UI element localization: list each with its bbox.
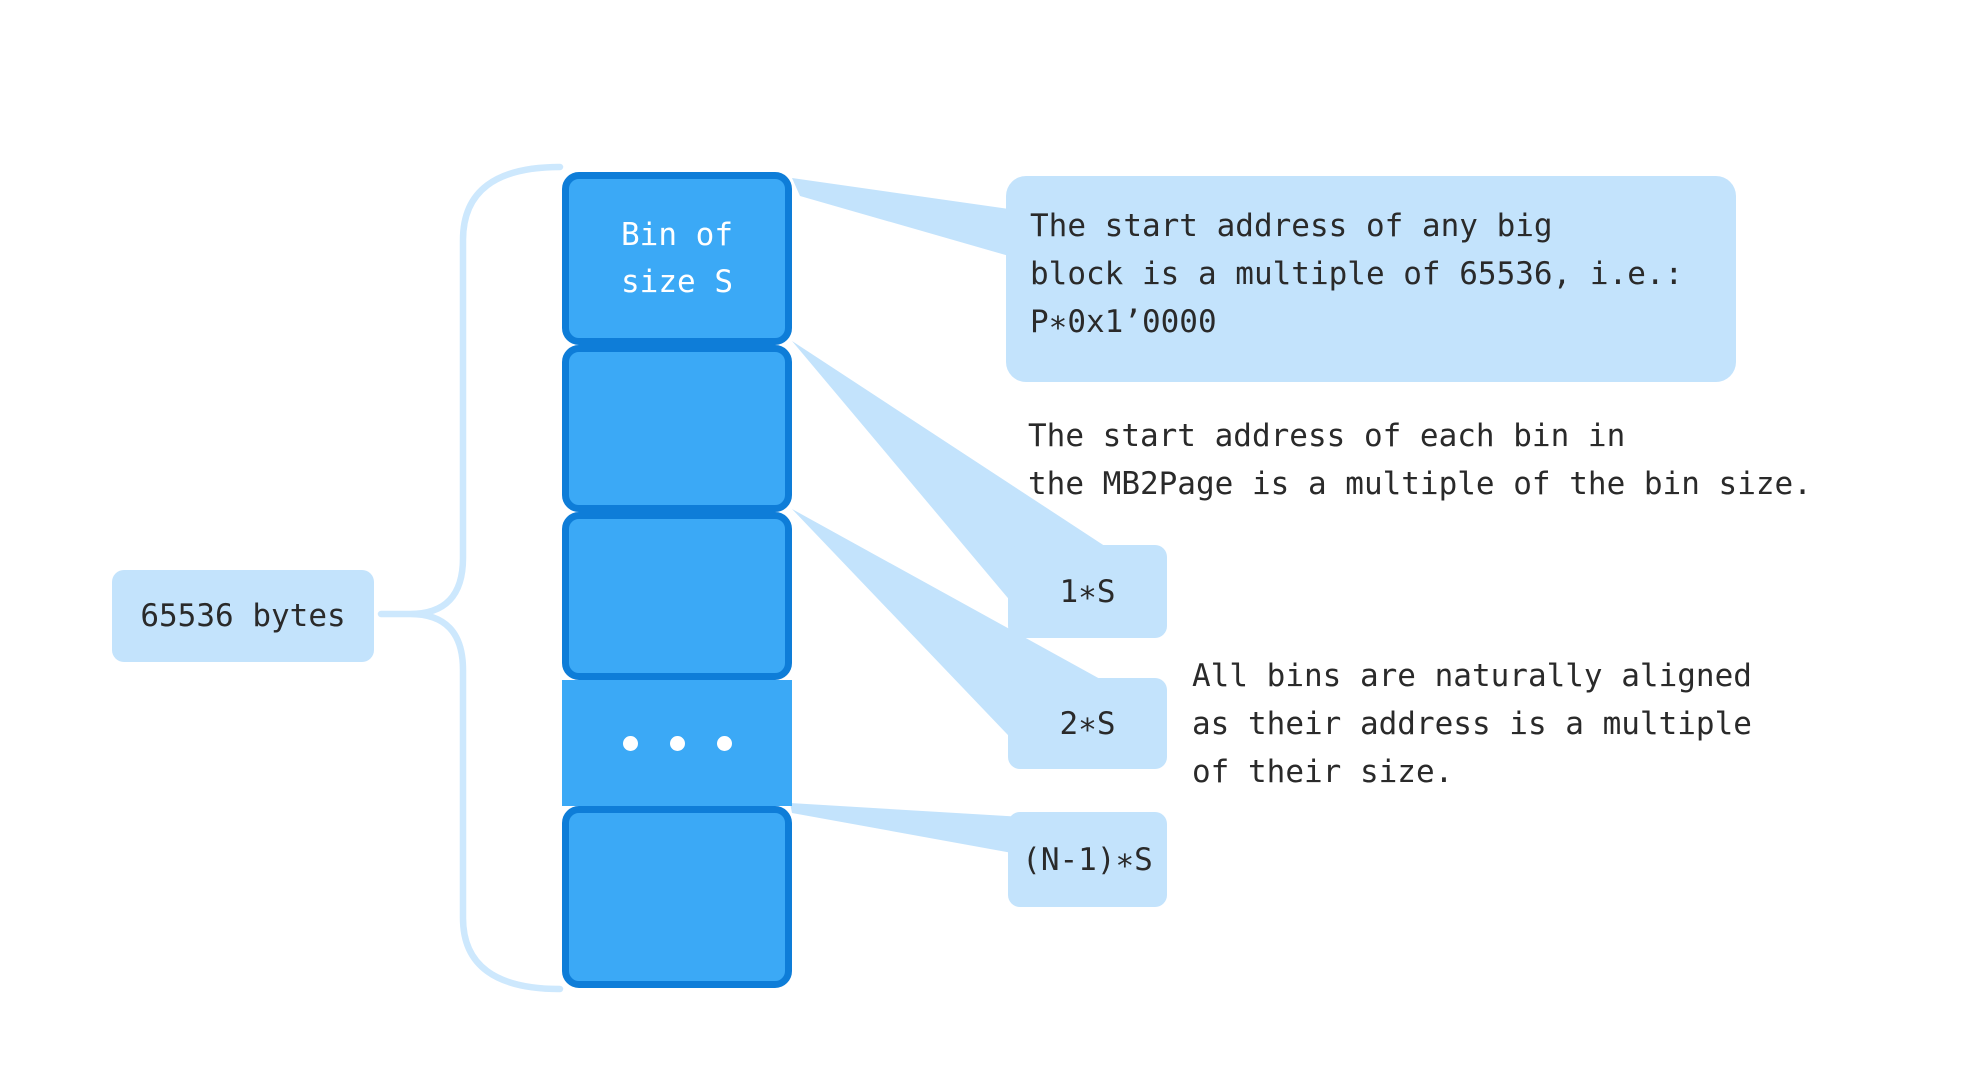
- note-alignment-line1: All bins are naturally aligned: [1192, 658, 1752, 694]
- bin-first-label-line2: size S: [621, 263, 733, 300]
- note-bin-start-line2: the MB2Page is a multiple of the bin siz…: [1028, 466, 1812, 502]
- callout-big-block-line2: block is a multiple of 65536, i.e.:: [1030, 256, 1684, 292]
- bin-first-label-line1: Bin of: [621, 216, 733, 253]
- ellipsis-dot-icon: [716, 735, 732, 751]
- note-alignment-line3: of their size.: [1192, 754, 1454, 790]
- bin-second: [562, 345, 792, 512]
- note-alignment: All bins are naturally aligned as their …: [1192, 652, 1752, 796]
- bin-ellipsis: [562, 680, 792, 806]
- page-brace-icon: [377, 163, 564, 993]
- offset-label-n1s: (N-1)∗S: [1008, 812, 1167, 907]
- bin-first: Bin of size S: [562, 172, 792, 345]
- callout-big-block: The start address of any big block is a …: [1006, 176, 1736, 382]
- page-size-label: 65536 bytes: [112, 570, 374, 662]
- callout-big-block-line1: The start address of any big: [1030, 208, 1553, 244]
- connector-wedge-offset-n1s: [790, 803, 1040, 858]
- callout-big-block-line3: P∗0x1’0000: [1030, 304, 1217, 340]
- note-bin-start: The start address of each bin in the MB2…: [1028, 412, 1812, 508]
- ellipsis-dot-icon: [669, 735, 685, 751]
- offset-label-1s: 1∗S: [1008, 545, 1167, 638]
- bin-third: [562, 512, 792, 680]
- connector-wedge-big-block: [792, 178, 1016, 258]
- offset-label-2s: 2∗S: [1008, 678, 1167, 769]
- bin-last: [562, 806, 792, 988]
- note-alignment-line2: as their address is a multiple: [1192, 706, 1752, 742]
- note-bin-start-line1: The start address of each bin in: [1028, 418, 1626, 454]
- ellipsis-dot-icon: [622, 735, 638, 751]
